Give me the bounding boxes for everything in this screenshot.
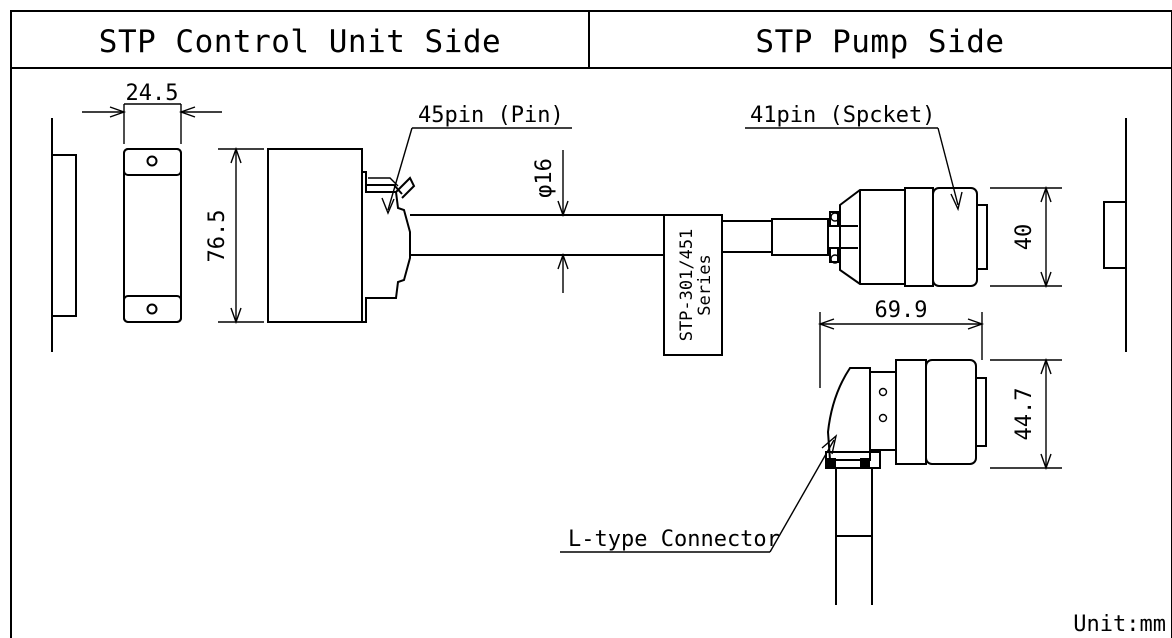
dimension-height-right	[990, 185, 1062, 289]
drawing-frame	[10, 10, 1172, 638]
right-panel	[1103, 118, 1127, 352]
series-tag	[663, 214, 723, 356]
dimension-l-width-label: 69.9	[875, 298, 928, 323]
header-left-title: STP Control Unit Side	[99, 24, 501, 60]
label-45pin-leader	[381, 127, 572, 215]
dimension-width-left-label: 24.5	[126, 81, 179, 106]
dimension-width-left	[82, 103, 222, 144]
label-41pin-leader	[745, 127, 963, 212]
connector-41pin-straight	[771, 187, 988, 287]
label-41pin: 41pin (Spcket)	[750, 103, 935, 128]
connector-45pin-side-view	[267, 148, 416, 323]
left-panel	[51, 118, 77, 352]
series-tag-line2: Series	[695, 254, 715, 315]
dimension-l-height-label: 44.7	[1012, 388, 1037, 441]
dimension-height-left	[218, 146, 264, 325]
unit-label: Unit:mm	[1073, 612, 1166, 637]
dimension-cable-diameter-label: φ16	[532, 158, 557, 198]
dimension-height-right-label: 40	[1012, 224, 1037, 251]
dimension-cable-diameter	[557, 150, 569, 293]
label-l-type: L-type Connector	[568, 527, 780, 552]
cable	[410, 214, 772, 256]
dimension-l-width	[817, 312, 985, 388]
header-right-title: STP Pump Side	[755, 24, 1004, 60]
label-l-type-leader	[560, 434, 838, 553]
dimension-height-left-label: 76.5	[205, 210, 230, 263]
connector-l-type	[825, 359, 987, 605]
label-45pin: 45pin (Pin)	[418, 103, 564, 128]
dimension-l-height	[990, 357, 1062, 471]
connector-45pin-front-view	[123, 148, 182, 323]
series-tag-line1: STP-301/451	[677, 229, 697, 342]
